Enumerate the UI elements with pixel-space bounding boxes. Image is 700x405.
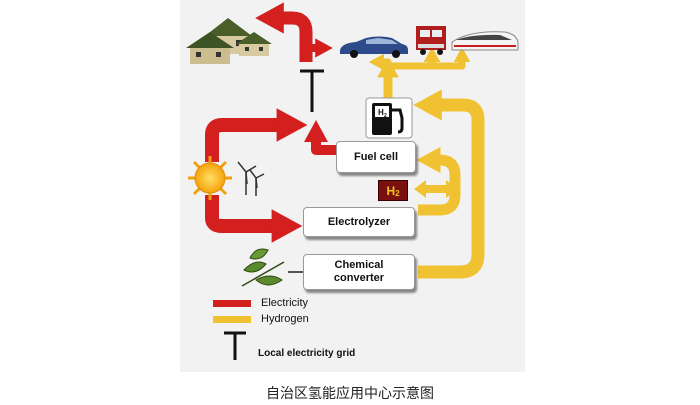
electricity-arrow-fuelcell-to-grid [303, 120, 336, 155]
legend-grid-label: Local electricity grid [258, 348, 356, 359]
truck-icon [416, 26, 446, 55]
hydrogen-arrow-to-train [432, 46, 471, 70]
sun-icon [188, 156, 232, 200]
electrolyzer-box: Electrolyzer [303, 207, 415, 237]
pump-label-sub: 2 [384, 113, 387, 119]
legend-grid-icon [224, 331, 246, 360]
legend-electricity-swatch [213, 300, 251, 307]
leaves-icon [241, 248, 285, 287]
figure-caption: 自治区氢能应用中心示意图 [266, 385, 434, 401]
chemical-converter-label-line2: converter [333, 272, 385, 284]
chemical-converter-label-line1: Chemical [334, 259, 384, 271]
chemical-converter-box: Chemical converter [303, 254, 415, 290]
hydrogen-double-arrow [414, 180, 458, 198]
hydrogen-arrow-electrolyzer-loop [416, 146, 461, 216]
train-icon [451, 31, 519, 51]
wind-turbine-icon [237, 161, 265, 196]
electricity-arrow-grid-to-vehicles [302, 38, 333, 58]
car-icon [340, 36, 408, 58]
hydrogen-pump-icon: H 2 [365, 97, 413, 139]
electricity-arrow-grid-to-houses [255, 2, 313, 62]
h2-badge-sub: 2 [395, 189, 400, 198]
electricity-arrow-source-to-grid [205, 108, 308, 162]
electricity-arrow-source-to-electrolyzer [205, 195, 303, 243]
legend-hydrogen-swatch [213, 316, 251, 323]
electrolyzer-label: Electrolyzer [327, 215, 391, 228]
pump-label: H [378, 108, 384, 117]
grid-pole-icon [300, 69, 324, 112]
fuel-cell-label: Fuel cell [353, 150, 399, 163]
houses-icon [186, 18, 272, 64]
h2-badge-label: H [386, 183, 396, 198]
fuel-cell-box: Fuel cell [336, 141, 416, 173]
hydrogen-flows [368, 46, 485, 279]
legend-electricity-label: Electricity [261, 297, 309, 309]
hydrogen-arrow-converter-to-pump [413, 89, 485, 279]
electricity-flows [205, 2, 336, 243]
legend-hydrogen-label: Hydrogen [261, 313, 309, 325]
